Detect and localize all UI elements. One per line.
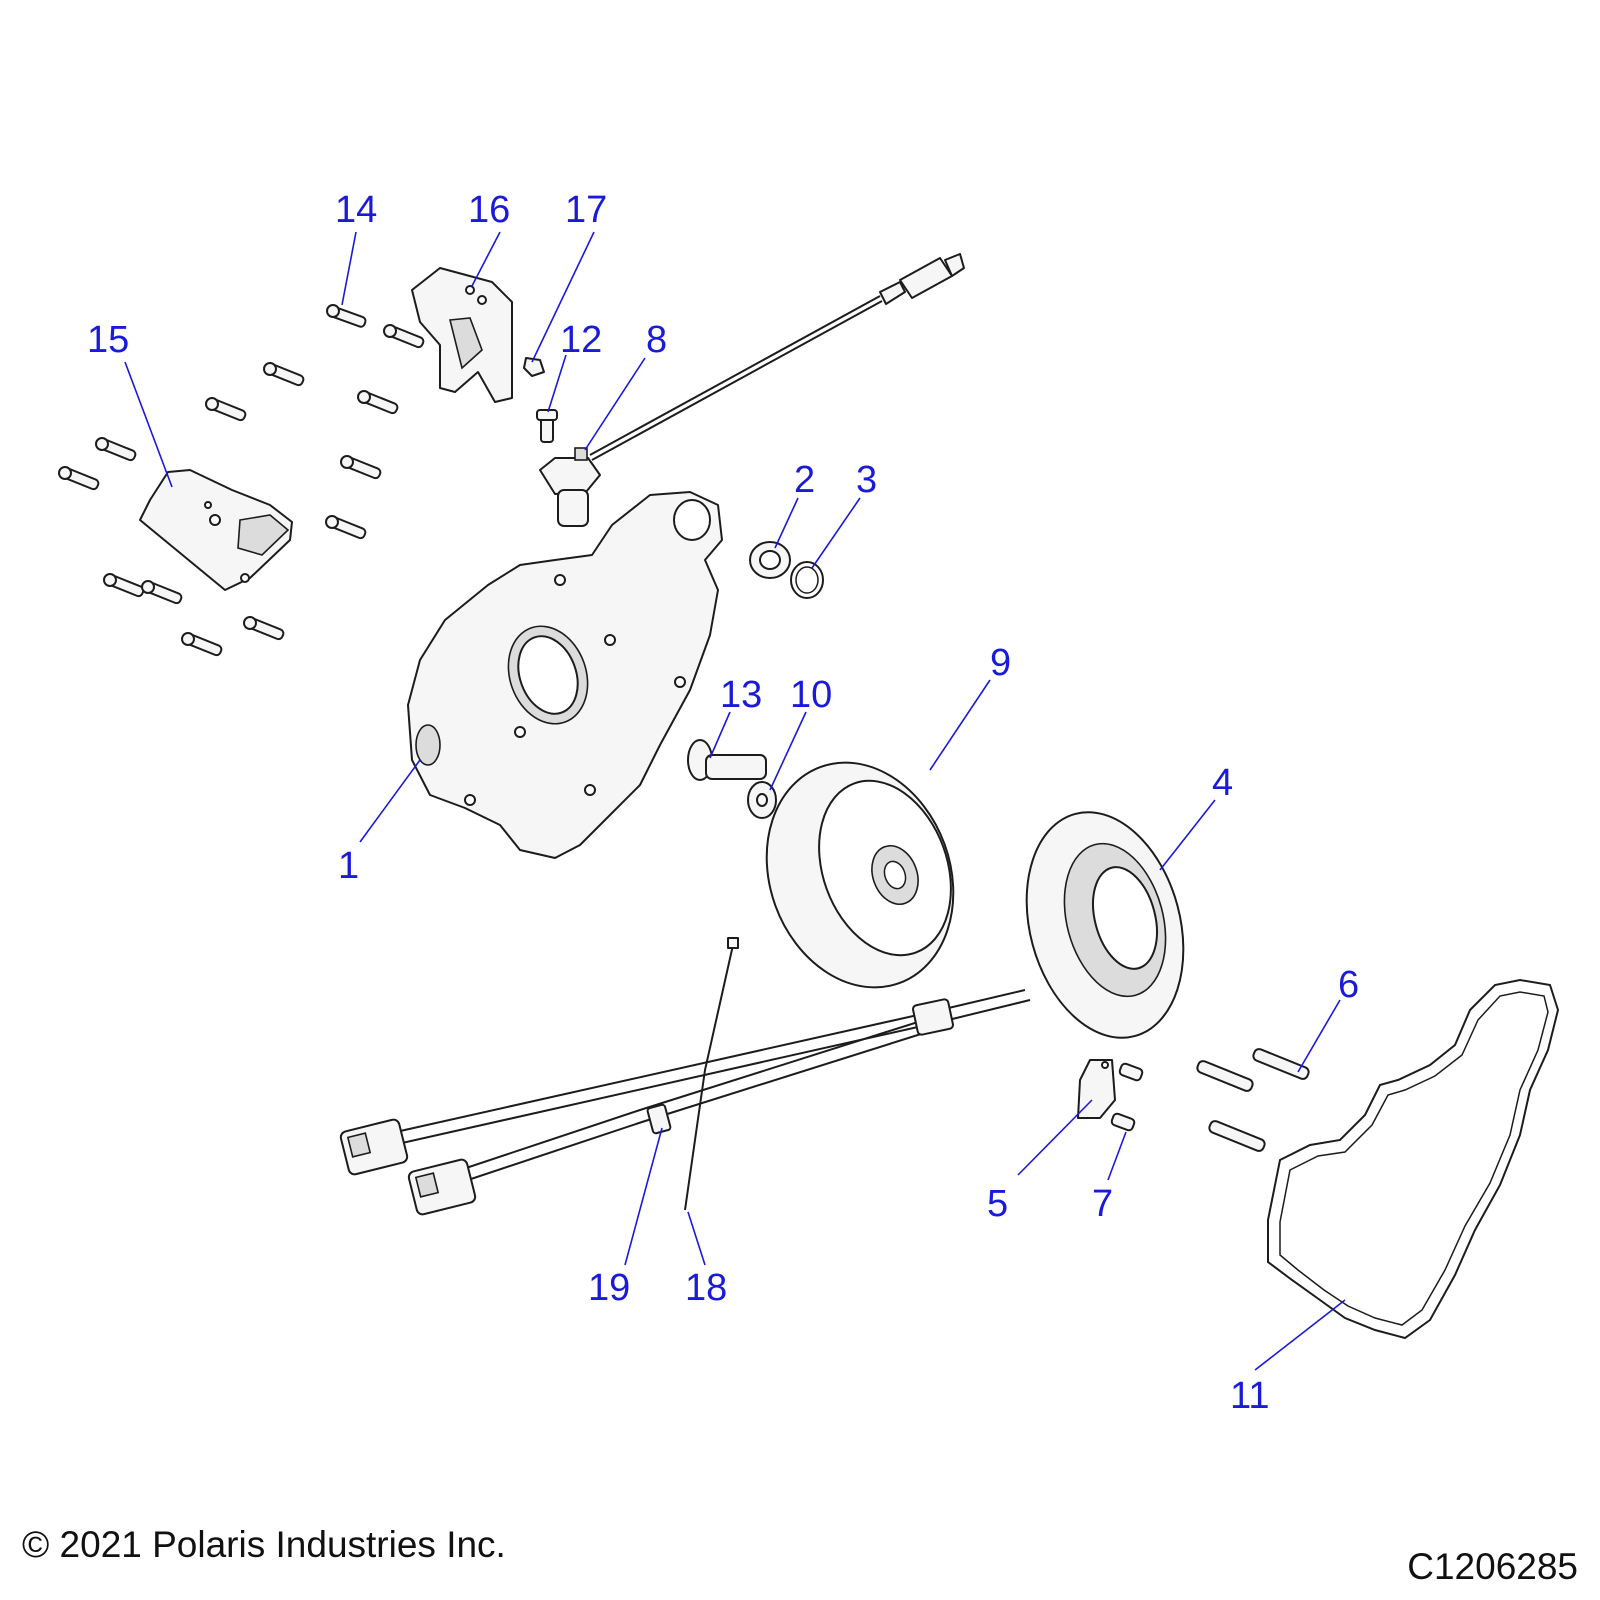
callout-3: 3 [856,459,877,501]
connector-b[interactable] [407,1158,477,1216]
part-18-cable-tie[interactable] [684,937,739,1211]
leader-2 [774,497,799,549]
callout-13: 13 [720,674,762,716]
callout-7: 7 [1092,1183,1113,1225]
part-19-clip[interactable] [646,1103,672,1135]
leader-17 [531,231,595,363]
part-8-sensor[interactable] [539,253,965,527]
callout-10: 10 [790,674,832,716]
callout-labels: 1 2 3 4 5 6 7 8 9 10 11 12 13 14 15 16 1… [87,189,1359,1417]
leader-3 [811,497,861,569]
leader-9 [929,679,991,771]
callout-15: 15 [87,319,129,361]
part-5-plate[interactable] [1077,1059,1116,1119]
leader-7 [1107,1131,1127,1181]
bolt[interactable] [325,515,367,540]
part-7-screw[interactable] [1110,1112,1136,1132]
callout-9: 9 [990,642,1011,684]
leader-12 [547,354,567,413]
callout-6: 6 [1338,964,1359,1006]
callout-8: 8 [646,319,667,361]
callout-16: 16 [468,189,510,231]
bolt[interactable] [357,390,399,415]
part-4-stator[interactable] [1003,795,1207,1056]
leader-5 [1017,1099,1093,1176]
leader-lines [124,231,1346,1371]
part-9-flywheel[interactable] [736,736,984,1014]
bolt[interactable] [205,397,247,422]
drawing-number: C1206285 [1407,1546,1578,1587]
callout-19: 19 [588,1267,630,1309]
part-10-washer[interactable] [747,781,777,819]
callout-2: 2 [794,459,815,501]
stator-harness[interactable] [359,989,1031,1193]
part-2-bearing[interactable] [749,541,791,579]
callout-17: 17 [565,189,607,231]
part-13-shaft[interactable] [687,739,767,781]
part-15-bracket[interactable] [139,469,293,591]
part-7-screw[interactable] [1118,1062,1144,1082]
leader-11 [1254,1299,1346,1371]
bolt-group [58,304,425,657]
part-1-cover[interactable] [407,491,723,859]
part-16-bracket[interactable] [411,267,513,403]
callout-11: 11 [1230,1375,1269,1417]
callout-4: 4 [1212,762,1233,804]
copyright-notice: © 2021 Polaris Industries Inc. [22,1524,506,1565]
leader-10 [769,711,807,791]
leader-14 [341,231,357,306]
bolt[interactable] [141,580,183,605]
bolt[interactable] [103,573,145,598]
bolt[interactable] [181,632,223,657]
leader-8 [584,357,646,451]
part-6-bolt[interactable] [1208,1120,1266,1153]
callout-12: 12 [560,319,602,361]
bolt[interactable] [326,304,367,328]
bolt[interactable] [243,616,285,641]
part-11-gasket[interactable] [1267,978,1560,1340]
leader-18 [687,1211,706,1266]
bolt[interactable] [340,455,382,480]
callout-5: 5 [987,1183,1008,1225]
connector-a[interactable] [339,1118,409,1176]
bolt[interactable] [95,437,137,462]
bolt[interactable] [58,466,100,491]
part-6-bolt[interactable] [1196,1060,1254,1093]
callout-14: 14 [335,189,377,231]
part-12-screw[interactable] [536,409,558,443]
leader-19 [624,1127,663,1266]
leader-4 [1159,799,1216,871]
part-17-clip[interactable] [523,357,545,377]
leader-16 [471,231,501,287]
bolt[interactable] [383,324,425,349]
leader-1 [359,759,421,843]
leader-15 [124,361,173,488]
callout-18: 18 [685,1267,727,1309]
bolt[interactable] [263,362,305,387]
part-6-bolt[interactable] [1252,1048,1310,1081]
part-3-snap-ring[interactable] [790,561,824,599]
leader-13 [709,711,731,759]
leader-6 [1297,999,1341,1073]
callout-1: 1 [338,845,359,887]
